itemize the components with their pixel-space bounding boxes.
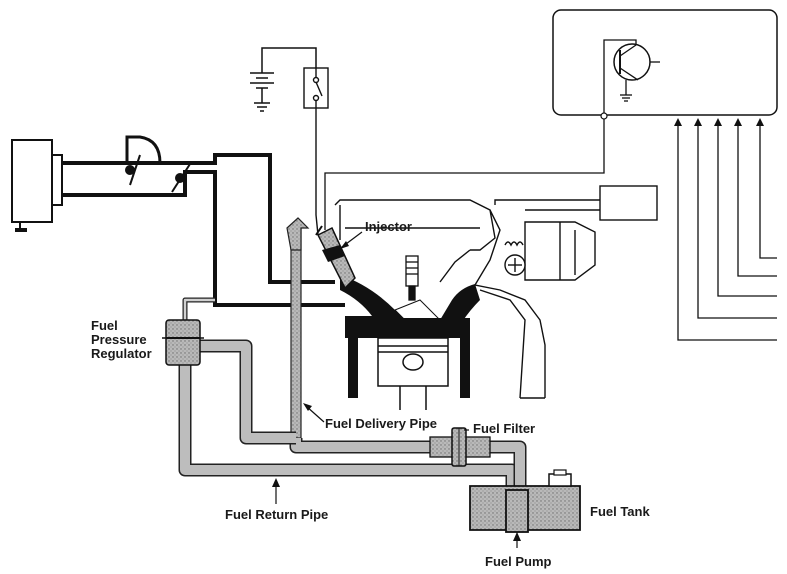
label-leaders [272,231,469,504]
fuel-pressure-regulator-label-line2: Pressure [91,332,147,347]
fuel-pressure-regulator [162,319,204,366]
fuel-return-pipe-label: Fuel Return Pipe [225,507,328,522]
air-cleaner [11,139,63,232]
piston [377,337,449,410]
fuel-delivery-pipe-label: Fuel Delivery Pipe [325,416,437,431]
fuel-filter [429,427,491,467]
fuel-pressure-regulator-label-line1: Fuel [91,318,118,333]
fuel-lines [178,297,527,490]
spark-plug [405,255,419,301]
fuel-pressure-regulator-label-line3: Regulator [91,346,152,361]
battery-symbol [250,47,317,112]
fuel-injector [315,225,356,290]
engine-head [334,199,546,399]
fuel-filter-label: Fuel Filter [473,421,535,436]
fuel-tank-label: Fuel Tank [590,504,650,519]
ecu-box [552,9,778,120]
relay-switch [303,67,329,236]
ecu-signal-lines [324,118,777,341]
distributor [494,185,658,281]
cylinder [345,318,470,398]
fuel-pump-label: Fuel Pump [485,554,552,569]
transistor-symbol [600,39,660,120]
intake-duct [62,135,345,307]
injector-label: Injector [365,219,412,234]
fuel-pump [505,489,529,548]
fuel-delivery-pipe [286,217,310,439]
